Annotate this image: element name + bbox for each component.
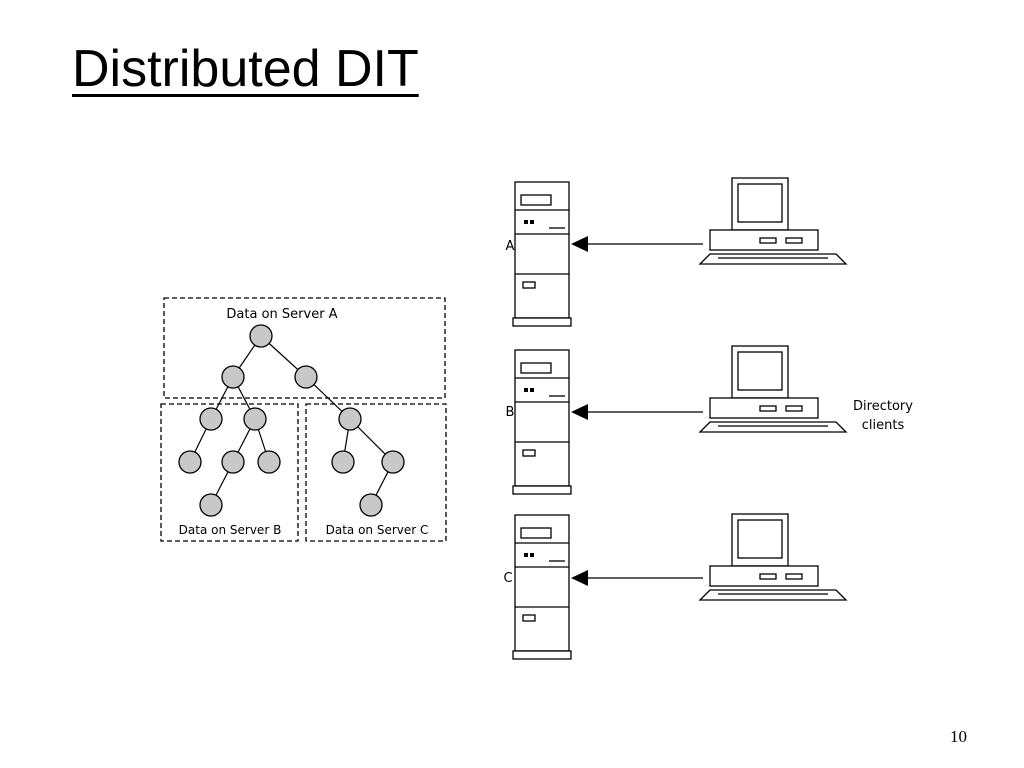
page-number: 10 <box>950 727 967 746</box>
server-b-icon <box>512 349 572 495</box>
server-a-icon <box>512 181 572 327</box>
tree-node <box>381 450 405 474</box>
tree-node <box>257 450 281 474</box>
region-server-b <box>160 403 299 542</box>
region-server-a-label: Data on Server A <box>226 307 337 322</box>
arrowhead-icon <box>571 570 588 586</box>
region-server-b-label: Data on Server B <box>179 523 282 537</box>
tree-node <box>331 450 355 474</box>
client-pc-icon <box>699 177 847 265</box>
region-server-a <box>163 297 446 399</box>
server-c-icon <box>512 514 572 660</box>
client-pc-icon <box>699 345 847 433</box>
arrowhead-icon <box>571 404 588 420</box>
tree-node <box>338 407 362 431</box>
client-pc-icon <box>699 513 847 601</box>
server-c-label: C <box>503 571 512 586</box>
tree-node <box>221 365 245 389</box>
tree-node <box>294 365 318 389</box>
tree-node-root <box>249 324 273 348</box>
region-server-c <box>305 403 447 542</box>
server-a-label: A <box>506 239 515 254</box>
region-server-c-label: Data on Server C <box>326 523 429 537</box>
tree-node <box>199 407 223 431</box>
directory-clients-label-line1: Directory <box>853 399 913 414</box>
server-b-label: B <box>506 405 515 420</box>
directory-clients-label-line2: clients <box>862 418 905 433</box>
arrowhead-icon <box>571 236 588 252</box>
tree-node <box>178 450 202 474</box>
tree-node <box>221 450 245 474</box>
tree-nodes <box>178 324 405 517</box>
client-server-arrows <box>571 236 703 586</box>
tree-node <box>359 493 383 517</box>
tree-node <box>243 407 267 431</box>
slide-title: Distributed DIT <box>72 40 419 98</box>
tree-node <box>199 493 223 517</box>
